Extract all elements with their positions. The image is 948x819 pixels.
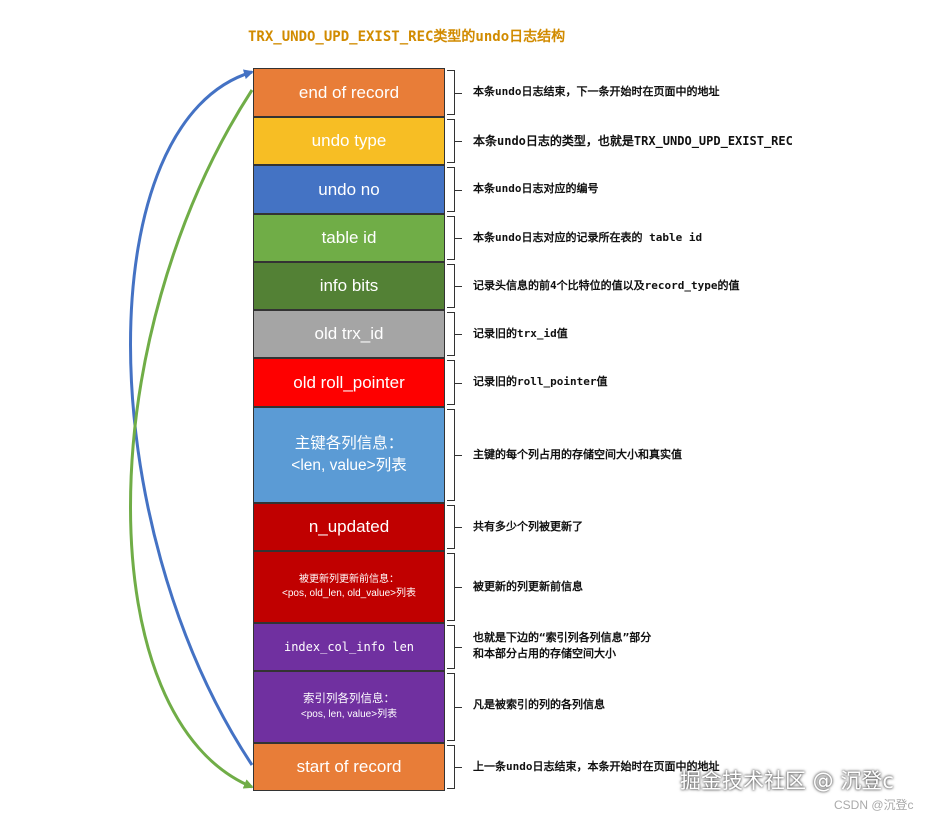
brace-primary-key-columns <box>447 409 462 501</box>
block-updated-columns-old-info: 被更新列更新前信息：<pos, old_len, old_value>列表 <box>253 551 445 623</box>
brace-index-col-info-len <box>447 625 462 669</box>
block-index-col-info-len: index_col_info len <box>253 623 445 671</box>
brace-old-trx-id <box>447 312 462 356</box>
block-old-trx-id: old trx_id <box>253 310 445 358</box>
block-undo-type: undo type <box>253 117 445 165</box>
block-old-roll-pointer: old roll_pointer <box>253 358 445 407</box>
block-info-bits: info bits <box>253 262 445 310</box>
desc-undo-type: 本条undo日志的类型，也就是TRX_UNDO_UPD_EXIST_REC <box>473 134 793 148</box>
desc-undo-no: 本条undo日志对应的编号 <box>473 182 599 195</box>
block-end-of-record: end of record <box>253 68 445 117</box>
desc-table-id: 本条undo日志对应的记录所在表的 table id <box>473 231 703 244</box>
brace-undo-no <box>447 167 462 212</box>
brace-start-of-record <box>447 745 462 789</box>
brace-undo-type <box>447 119 462 163</box>
desc-index-col-info-len-line1: 也就是下边的“索引列各列信息”部分 <box>473 631 652 644</box>
block-index-columns-info: 索引列各列信息：<pos, len, value>列表 <box>253 671 445 743</box>
brace-old-roll-pointer <box>447 360 462 405</box>
blue-arrow-start-to-end <box>129 69 254 766</box>
desc-old-trx-id: 记录旧的trx_id值 <box>473 327 568 340</box>
desc-primary-key-columns: 主键的每个列占用的存储空间大小和真实值 <box>473 448 682 461</box>
brace-table-id <box>447 216 462 260</box>
diagram-title: TRX_UNDO_UPD_EXIST_REC类型的undo日志结构 <box>248 29 566 45</box>
brace-n-updated <box>447 505 462 549</box>
watermark-csdn: CSDN @沉登c <box>834 798 914 812</box>
block-primary-key-columns: 主键各列信息：<len, value>列表 <box>253 407 445 503</box>
desc-start-of-record: 上一条undo日志结束，本条开始时在页面中的地址 <box>473 760 720 773</box>
brace-info-bits <box>447 264 462 308</box>
block-start-of-record: start of record <box>253 743 445 791</box>
desc-n-updated: 共有多少个列被更新了 <box>473 520 583 533</box>
block-undo-no: undo no <box>253 165 445 214</box>
green-arrow-end-to-start <box>129 89 254 789</box>
desc-index-col-info-len-line2: 和本部分占用的存储空间大小 <box>473 647 616 660</box>
desc-index-columns-info: 凡是被索引的列的各列信息 <box>473 698 605 711</box>
desc-end-of-record: 本条undo日志结束，下一条开始时在页面中的地址 <box>473 85 720 98</box>
desc-info-bits: 记录头信息的前4个比特位的值以及record_type的值 <box>473 279 740 292</box>
watermark-juejin: 掘金技术社区 @ 沉登c <box>680 769 894 793</box>
brace-updated-columns-old-info <box>447 553 462 621</box>
desc-index-col-info-len: 也就是下边的“索引列各列信息”部分 和本部分占用的存储空间大小 <box>473 630 651 662</box>
brace-end-of-record <box>447 70 462 115</box>
brace-index-columns-info <box>447 673 462 741</box>
desc-old-roll-pointer: 记录旧的roll_pointer值 <box>473 375 608 388</box>
desc-updated-columns-old-info: 被更新的列更新前信息 <box>473 580 583 593</box>
block-table-id: table id <box>253 214 445 262</box>
block-n-updated: n_updated <box>253 503 445 551</box>
